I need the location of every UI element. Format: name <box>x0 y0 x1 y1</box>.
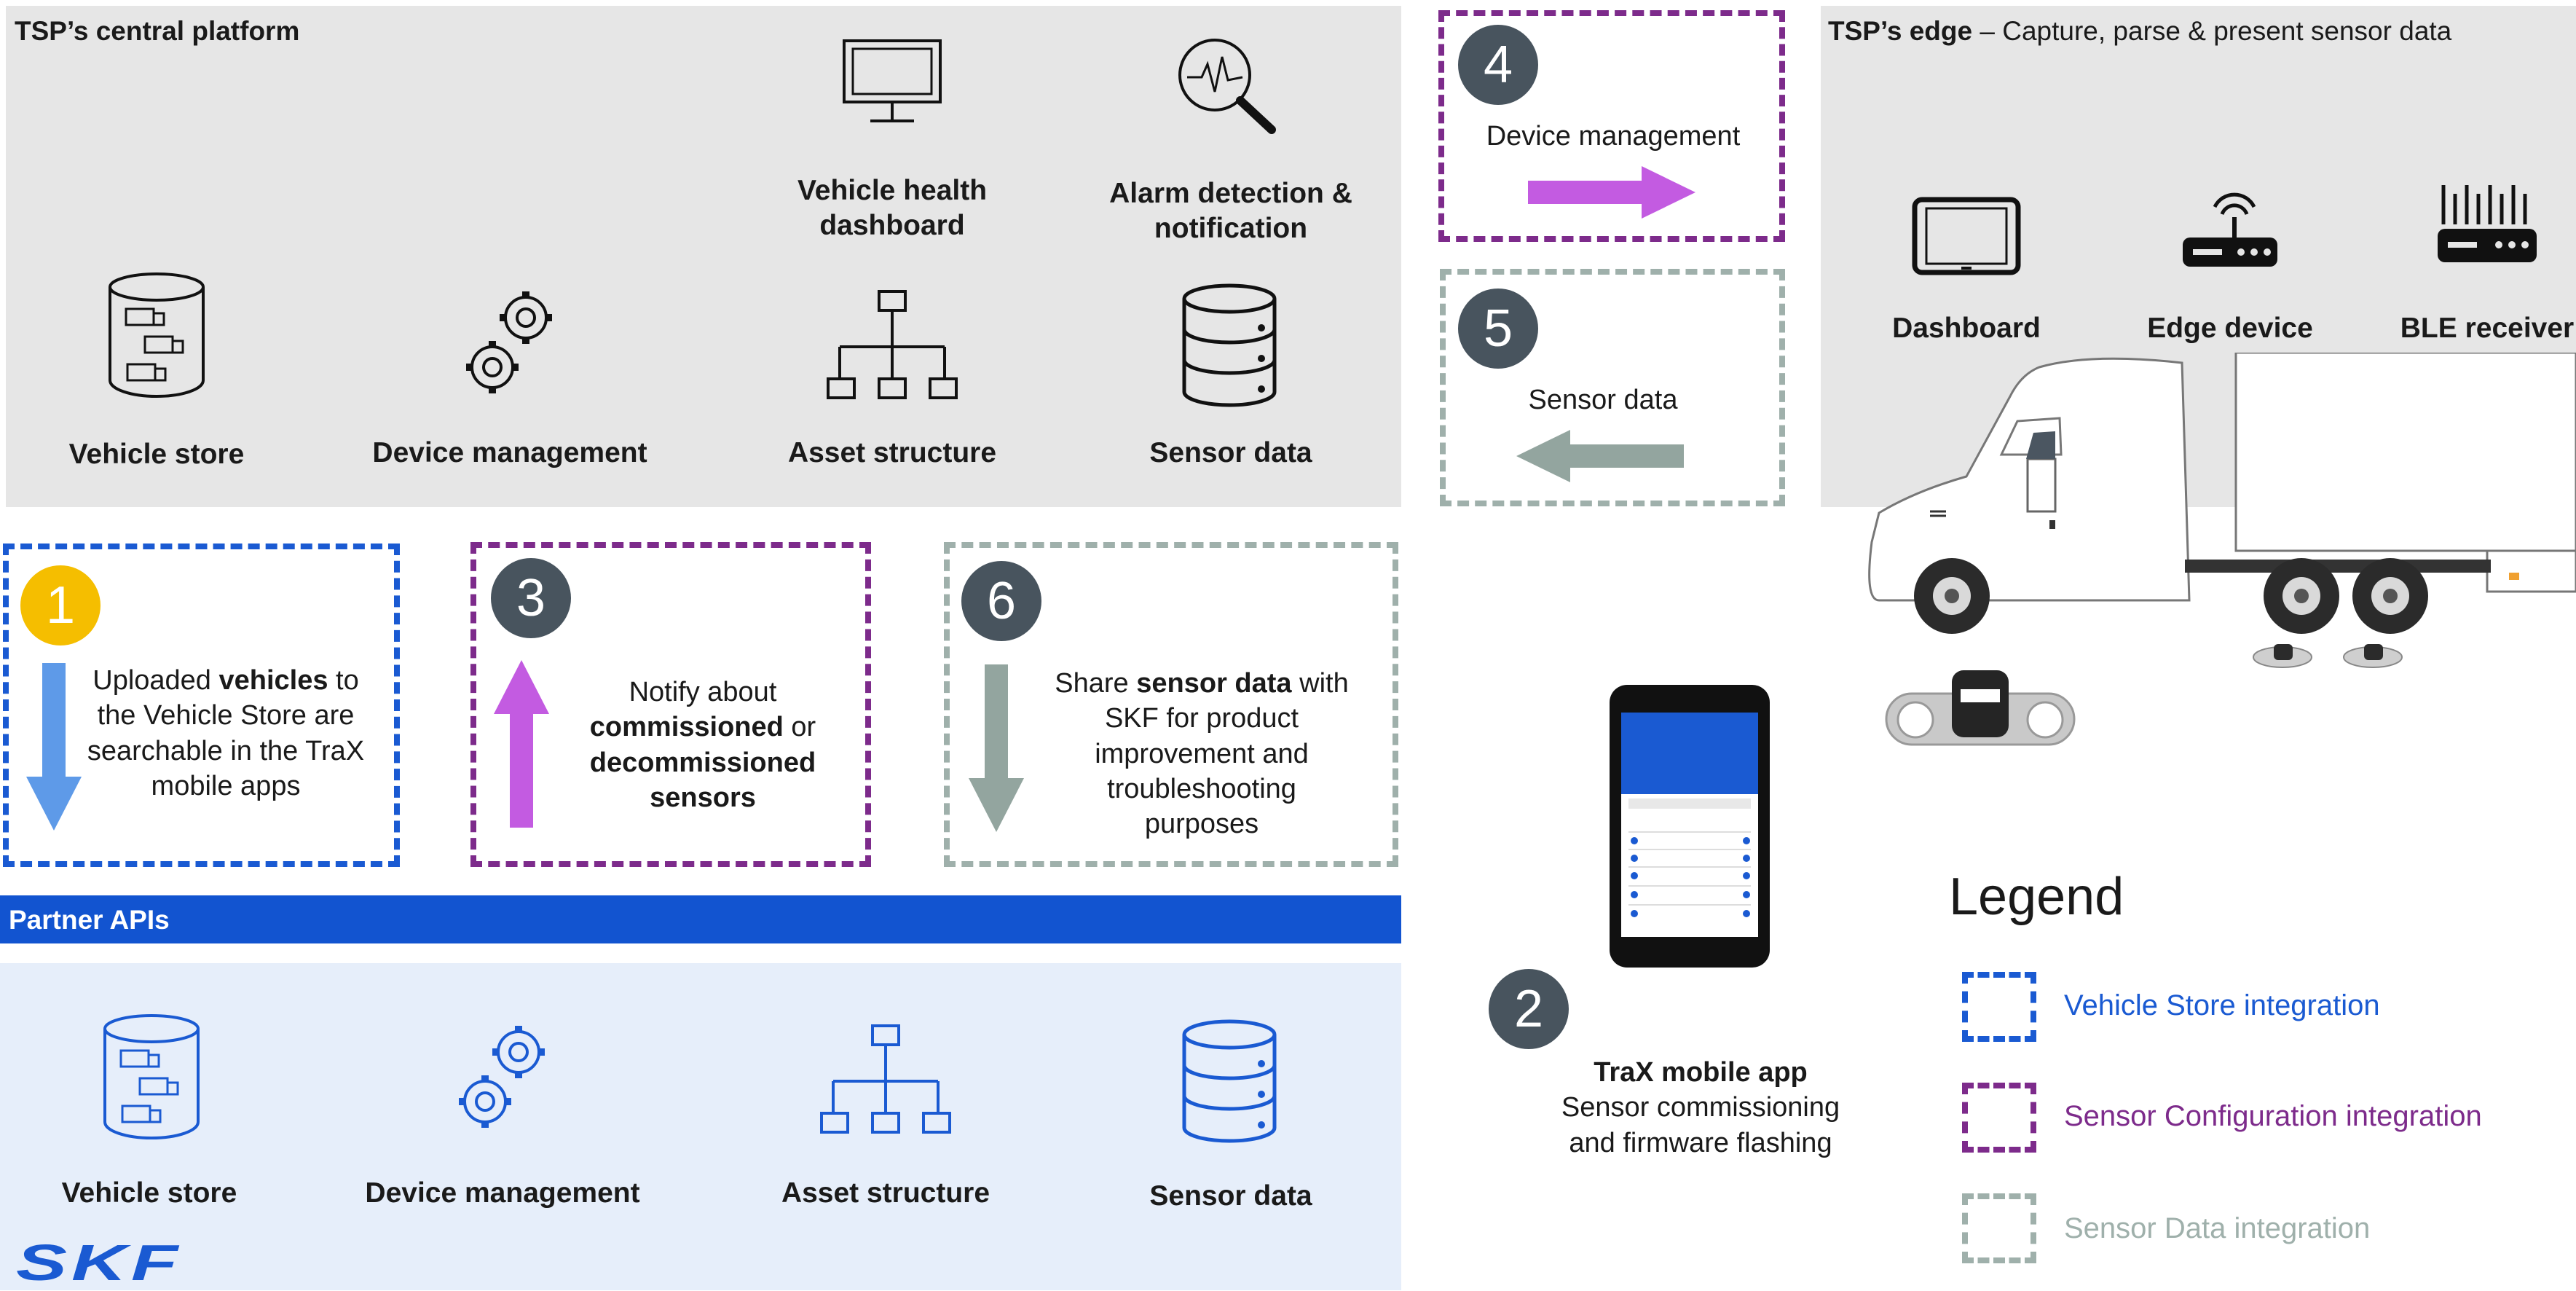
partner-vehicle-store-icon <box>103 1014 200 1139</box>
partner-apis-panel <box>0 963 1401 1290</box>
skf-logo: SKF <box>16 1234 182 1291</box>
step1-badge: 1 <box>20 565 101 646</box>
step2-badge: 2 <box>1489 969 1569 1049</box>
step1-down-arrow <box>26 663 82 831</box>
partner-gears-icon <box>459 1026 545 1128</box>
legend-title: Legend <box>1949 868 2124 926</box>
central-device-management-label: Device management <box>372 437 647 468</box>
step3-box <box>470 542 871 867</box>
monitor-icon <box>843 39 942 122</box>
vehicle-health-label: Vehicle health dashboard <box>797 175 988 241</box>
step6-with: with <box>1291 668 1349 699</box>
step1-text-a: Uploaded <box>92 665 219 696</box>
gears-icon <box>466 291 552 393</box>
step5-box <box>1440 269 1785 506</box>
asset-structure-icon <box>827 290 958 399</box>
central-platform-title: TSP’s central platform <box>15 16 300 46</box>
step4-label: Device management <box>1486 121 1741 152</box>
alarm-magnifier-icon <box>1178 39 1276 134</box>
edge-dashboard-label: Dashboard <box>1892 313 2041 344</box>
database-icon <box>1182 283 1277 407</box>
legend-label-sensor-data: Sensor Data integration <box>2064 1212 2371 1244</box>
step1-box <box>3 544 400 867</box>
step3-up-arrow <box>494 660 549 828</box>
legend-swatch-sensor-config <box>1962 1083 2036 1153</box>
skf-sensor-icon <box>1885 670 2076 746</box>
edge-ble-receiver-label: BLE receiver <box>2400 313 2575 344</box>
step6-box <box>944 542 1398 867</box>
partner-asset-structure-label: Asset structure <box>781 1177 990 1209</box>
step1-text-bold: vehicles <box>218 665 328 696</box>
central-vehicle-store-label: Vehicle store <box>68 439 245 470</box>
step1-text-b: to the Vehicle Store are searchable in t… <box>87 665 365 801</box>
step5-label: Sensor data <box>1528 385 1678 415</box>
step6-down-arrow <box>969 664 1024 832</box>
step4-right-arrow <box>1528 166 1695 219</box>
ble-receiver-icon <box>2438 185 2537 262</box>
edge-title: TSP’s edge – Capture, parse & present se… <box>1828 16 2451 47</box>
edge-title-bold: TSP’s edge <box>1828 16 1973 46</box>
partner-vehicle-store-label: Vehicle store <box>61 1177 237 1209</box>
step2-line2: and firmware flashing <box>1569 1127 1832 1158</box>
step3-bold-sensors: sensors <box>650 782 756 813</box>
step6-line5: purposes <box>1144 809 1259 839</box>
partner-database-icon <box>1182 1019 1277 1143</box>
step3-or: or <box>783 712 816 743</box>
edge-device-label: Edge device <box>2147 313 2313 344</box>
step6-line2: SKF for product <box>1104 703 1299 734</box>
step4-box <box>1438 10 1785 242</box>
step4-badge: 4 <box>1458 25 1538 105</box>
central-asset-structure-label: Asset structure <box>787 437 997 468</box>
step6-text: Share sensor data with SKF for product i… <box>1034 666 1369 841</box>
step6-line4: troubleshooting <box>1107 773 1296 804</box>
partner-device-management-label: Device management <box>365 1177 640 1209</box>
step3-line1: Notify about <box>629 677 777 707</box>
central-platform-panel <box>6 6 1401 507</box>
step2-line1: Sensor commissioning <box>1561 1092 1840 1123</box>
partner-sensor-data-label: Sensor data <box>1149 1180 1312 1212</box>
partner-apis-bar <box>0 895 1401 943</box>
alarm-label: Alarm detection & notification <box>1109 178 1352 244</box>
partner-asset-structure-icon <box>820 1024 951 1134</box>
step3-badge: 3 <box>491 558 571 638</box>
step3-bold-commissioned: commissioned <box>589 712 784 743</box>
tablet-icon <box>1912 197 2021 275</box>
step6-share: Share <box>1055 668 1137 699</box>
central-sensor-data-label: Sensor data <box>1149 437 1312 468</box>
step2-title: TraX mobile app <box>1594 1057 1808 1088</box>
truck-illustration <box>1868 353 2576 668</box>
step2-text: TraX mobile app Sensor commissioning and… <box>1519 1055 1883 1161</box>
legend-swatch-sensor-data <box>1962 1193 2036 1263</box>
router-icon <box>2183 192 2277 267</box>
step5-badge: 5 <box>1458 289 1538 369</box>
step1-text: Uploaded vehicles to the Vehicle Store a… <box>73 663 379 804</box>
legend-label-sensor-config: Sensor Configuration integration <box>2064 1100 2482 1132</box>
legend-label-vehicle-store: Vehicle Store integration <box>2064 989 2380 1021</box>
edge-title-rest: – Capture, parse & present sensor data <box>1972 16 2452 46</box>
legend-swatch-vehicle-store <box>1962 972 2036 1042</box>
step6-badge: 6 <box>961 561 1041 641</box>
step6-bold-sensor-data: sensor data <box>1136 668 1292 699</box>
partner-apis-title: Partner APIs <box>9 905 170 935</box>
step6-line3: improvement and <box>1095 738 1309 769</box>
trax-phone-mockup <box>1610 685 1770 968</box>
step3-text: Notify about commissioned or decommissio… <box>550 675 856 815</box>
step3-bold-decommissioned: decommissioned <box>589 747 816 778</box>
step5-left-arrow <box>1516 430 1684 482</box>
vehicle-store-icon <box>109 272 205 398</box>
